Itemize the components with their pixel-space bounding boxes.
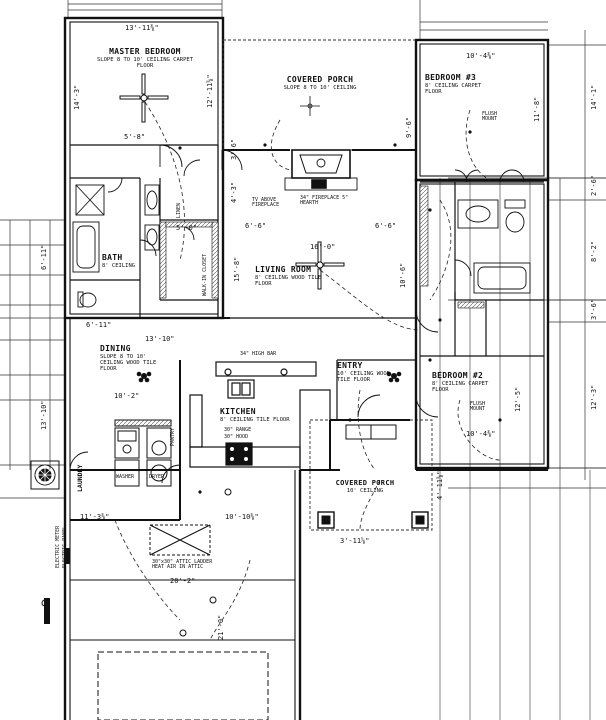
room-master-bedroom: MASTER BEDROOM SLOPE 8 TO 10' CEILING CA… — [95, 47, 195, 69]
note-range: 30" RANGE — [224, 427, 252, 433]
room-bath: BATH 8' CEILING — [102, 253, 136, 269]
dimension-label: 3'-6" — [590, 298, 598, 320]
dimension-label: 16'-0" — [310, 243, 336, 251]
room-label: DINING — [100, 344, 131, 353]
room-bedroom-3: BEDROOM #3 8' CEILING CARPET FLOOR — [425, 73, 485, 95]
room-label: LIVING ROOM — [255, 265, 312, 274]
dimension-label: 4'-11⅝" — [436, 470, 444, 500]
room-label: BATH — [102, 253, 123, 262]
room-entry: ENTRY 10' CEILING WOOD TILE FLOOR — [337, 361, 397, 383]
note-flush-mount-a: FLUSH MOUNT — [482, 111, 498, 123]
room-note: 8' CEILING CARPET FLOOR — [425, 82, 482, 95]
left-dimension-lines — [0, 219, 64, 499]
note-dryer: DRYER — [149, 474, 165, 480]
closet-shelving — [159, 185, 485, 309]
dimension-label: 10'-4⅜" — [466, 52, 496, 60]
right-dimension-lines — [448, 30, 606, 489]
note-bar: 34" HIGH BAR — [240, 351, 277, 357]
note-flush-mount-b: FLUSH MOUNT — [470, 401, 486, 413]
dimension-label: 10'-2" — [114, 392, 140, 400]
note-washer: WASHER — [116, 474, 135, 480]
ceiling-fan-living — [295, 241, 345, 290]
ac-unit — [30, 460, 60, 490]
dimension-label: 11'-3⅜" — [80, 513, 110, 521]
room-note: SLOPE 8 TO 10' CEILING CARPET FLOOR — [96, 56, 194, 69]
room-linen: LINEN — [176, 202, 182, 218]
porch-fan — [300, 96, 320, 116]
room-note: SLOPE 8 TO 10' CEILING WOOD TILE FLOOR — [100, 353, 157, 372]
room-note: 8' CEILING TILE FLOOR — [220, 416, 290, 423]
electrical-wiring — [114, 101, 501, 641]
dimension-label: 8'-2" — [590, 240, 598, 262]
room-note: 8' CEILING WOOD TILE FLOOR — [255, 274, 322, 287]
note-above-fireplace: TV ABOVE FIREPLACE — [252, 197, 280, 209]
room-living-room: LIVING ROOM 8' CEILING WOOD TILE FLOOR — [255, 265, 335, 287]
dimension-label: 6'-6" — [375, 222, 397, 230]
room-label: MASTER BEDROOM — [109, 47, 181, 56]
room-label: KITCHEN — [220, 407, 256, 416]
porch-columns — [317, 511, 429, 529]
dimension-label: 6'-11" — [86, 321, 112, 329]
dimension-label: 6'-11" — [40, 244, 48, 270]
dimension-label: 20'-2" — [170, 577, 196, 585]
dimension-label: 10'-10⅜" — [225, 513, 259, 521]
dimension-label: 13'-10" — [145, 335, 175, 343]
dimension-label: 5'-0" — [176, 224, 198, 232]
room-label: COVERED PORCH — [335, 479, 395, 487]
dimension-label: 15'-8" — [233, 256, 241, 282]
room-covered-porch: COVERED PORCH SLOPE 8 TO 10' CEILING — [270, 75, 370, 91]
dimension-label: 10'-4⅜" — [466, 430, 496, 438]
dimension-label: 2'-6" — [590, 174, 598, 196]
room-label: ENTRY — [337, 361, 363, 370]
note-attic: 30"x30" ATTIC LADDER HEAT AIR IN ATTIC — [152, 559, 213, 571]
dimension-label: 3'-11⅝" — [340, 537, 370, 545]
room-note: SLOPE 8 TO 10' CEILING — [283, 84, 357, 91]
dimension-label: 5'-8" — [124, 133, 146, 141]
room-covered-porch-front: COVERED PORCH 10' CEILING — [335, 479, 395, 494]
room-note: 10' CEILING WOOD TILE FLOOR — [337, 370, 390, 383]
dimension-label: 6'-6" — [245, 222, 267, 230]
room-label: BEDROOM #3 — [425, 73, 477, 82]
fireplace — [284, 149, 358, 191]
doors — [69, 144, 525, 484]
electric-meter-panel — [44, 548, 70, 624]
dimension-label: 10'-6" — [399, 262, 407, 288]
bath-fixtures — [72, 184, 531, 308]
room-kitchen: KITCHEN 8' CEILING TILE FLOOR — [220, 407, 290, 423]
dimension-label: 13'-11⅜" — [125, 24, 159, 32]
dimension-label: 11'-8" — [533, 96, 541, 122]
note-pantry: PANTRY — [170, 427, 176, 446]
dimension-label: 12'-11⅝" — [206, 74, 214, 108]
room-note: 8' CEILING — [102, 262, 136, 269]
dimension-label: 21'-0" — [217, 614, 225, 640]
room-bedroom-2: BEDROOM #2 8' CEILING CARPET FLOOR — [432, 371, 492, 393]
ceiling-fan-master — [119, 73, 169, 123]
garage — [70, 524, 295, 720]
note-electric-panel: ELECTRIC PANEL — [62, 525, 68, 568]
flower-markers — [136, 371, 402, 383]
dimension-label: 13'-10" — [40, 400, 48, 430]
dimension-label: 3'-6" — [230, 138, 238, 160]
switch-markers — [178, 130, 502, 494]
room-note: 8' CEILING CARPET FLOOR — [432, 380, 489, 393]
dimension-label: 9'-6" — [405, 116, 413, 138]
note-fireplace: 34" FIREPLACE 5" HEARTH — [300, 195, 349, 207]
laundry-appliances — [114, 419, 172, 487]
note-hood: 30" HOOD — [224, 434, 249, 440]
room-walkin-closet: WALK-IN CLOSET — [202, 253, 208, 296]
room-label: BEDROOM #2 — [432, 371, 484, 380]
room-laundry: LAUNDRY — [76, 464, 84, 492]
room-dining: DINING SLOPE 8 TO 10' CEILING WOOD TILE … — [100, 344, 160, 372]
dimension-label: 14'-1" — [590, 84, 598, 110]
kitchen-counters — [189, 361, 331, 471]
dimension-label: 14'-3" — [73, 84, 81, 110]
dimension-label: 4'-3" — [230, 181, 238, 203]
note-electric-meter: ELECTRIC METER — [55, 525, 61, 568]
dimension-label: 12'-5" — [514, 386, 522, 412]
room-label: COVERED PORCH — [286, 75, 354, 84]
room-note: 10' CEILING — [346, 487, 384, 494]
dimension-label: 12'-3" — [590, 384, 598, 410]
